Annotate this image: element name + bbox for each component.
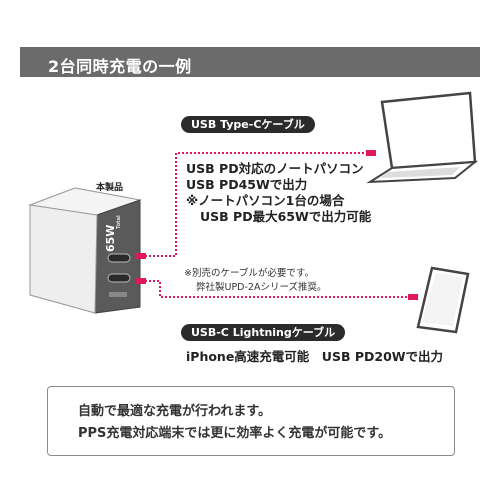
usb-c-port-2 (107, 273, 131, 283)
header-bar (20, 47, 480, 77)
top-spec-line-3: ※ノートパソコン1台の場合 (186, 193, 345, 208)
page-title: 2台同時充電の一例 (48, 57, 192, 76)
usb-type-c-cable-label: USB Type-Cケーブル (181, 116, 315, 133)
laptop-icon (366, 91, 479, 184)
info-box (47, 386, 455, 456)
smartphone-icon (416, 266, 470, 334)
output-watt-label: 65W (104, 224, 117, 252)
top-spec-line-1: USB PD対応のノートパソコン (186, 161, 364, 176)
info-line-1: 自動で最適な充電が行われます。 (78, 404, 272, 419)
lightning-cable-line (145, 280, 412, 298)
charger-illustration (28, 187, 142, 314)
usb-c-lightning-cable-label: USB-C Lightningケーブル (181, 324, 346, 341)
product-label: 本製品 (96, 183, 124, 193)
usb-c-port-1 (107, 253, 131, 263)
info-line-2: PPS充電対応端末では更に効率よく充電が可能です。 (78, 426, 392, 441)
top-spec-line-2: USB PD45Wで出力 (186, 177, 308, 192)
iphone-charge-caption: iPhone高速充電可能 USB PD20Wで出力 (186, 349, 444, 364)
cable-note-2: 弊社製UPD-2Aシリーズ推奨。 (196, 282, 327, 293)
cable-lines (145, 152, 412, 298)
cable-note-1: ※別売のケーブルが必要です。 (184, 268, 314, 279)
top-spec-line-4: USB PD最大65Wで出力可能 (200, 209, 372, 224)
